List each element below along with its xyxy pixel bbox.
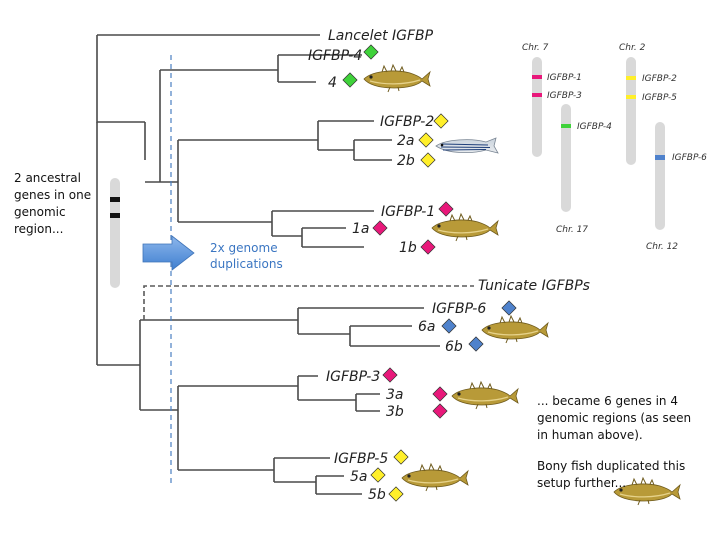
chromosome-label: Chr. 2 xyxy=(619,43,646,53)
gene-band-label: IGFBP-2 xyxy=(642,74,677,84)
note-line: genomic xyxy=(14,205,66,219)
note-line: genes in one xyxy=(14,188,91,202)
note-line: genomic regions (as seen xyxy=(537,411,691,425)
gene-band-label: IGFBP-6 xyxy=(672,153,707,163)
pink-diamond-icon xyxy=(432,403,448,419)
gene-band-label: IGFBP-3 xyxy=(547,91,582,101)
tip-label: 3a xyxy=(386,387,404,403)
gene-band-label: IGFBP-4 xyxy=(577,122,612,132)
tip-label: IGFBP-1 xyxy=(381,204,435,220)
blue-diamond-icon xyxy=(468,336,484,352)
green-diamond-icon xyxy=(342,72,358,88)
chromosome-bar xyxy=(561,104,571,212)
gene-band xyxy=(655,155,665,160)
ancestral-note: 2 ancestral genes in one genomic region.… xyxy=(14,171,91,236)
tunicate-branch xyxy=(143,285,474,320)
zebrafish-icon xyxy=(435,137,499,154)
tip-label: IGFBP-3 xyxy=(326,369,380,385)
tip-label: 2a xyxy=(397,133,415,149)
pink-diamond-icon xyxy=(432,386,448,402)
human-chromosomes: Chr. 7 IGFBP-1 IGFBP-3 IGFBP-4 Chr. 17 C… xyxy=(522,43,707,252)
tip-label: 4 xyxy=(328,75,337,91)
chromosome-bar xyxy=(626,57,636,165)
gene-band xyxy=(561,124,571,128)
gene-band-label: IGFBP-1 xyxy=(547,73,582,83)
became-note: ... became 6 genes in 4 genomic regions … xyxy=(537,394,691,442)
tip-label: 6a xyxy=(418,319,436,335)
pink-diamond-icon xyxy=(438,201,454,217)
stickleback-fish-icon xyxy=(481,315,549,344)
note-line: 2 ancestral xyxy=(14,171,81,185)
tip-label: 2b xyxy=(397,153,415,169)
stickleback-fish-icon xyxy=(431,213,499,242)
gene-diamonds xyxy=(342,44,517,502)
tip-label: 6b xyxy=(445,339,463,355)
phylogenetic-tree xyxy=(96,34,440,495)
pink-diamond-icon xyxy=(372,220,388,236)
green-diamond-icon xyxy=(363,44,379,60)
tip-label: IGFBP-4 xyxy=(308,48,362,64)
gene-band-label: IGFBP-5 xyxy=(642,93,677,103)
tip-label: 3b xyxy=(386,404,404,420)
yellow-diamond-icon xyxy=(433,113,449,129)
chromosome-label: Chr. 7 xyxy=(522,43,549,53)
ancestral-gene-band xyxy=(110,197,120,202)
chromosome-bar xyxy=(532,57,542,157)
duplication-note-line: 2x genome xyxy=(210,241,278,255)
tip-labels: IGFBP-4 4 IGFBP-2 2a 2b IGFBP-1 1a 1b IG… xyxy=(308,48,486,503)
note-line: setup further... xyxy=(537,476,626,490)
tip-label: IGFBP-2 xyxy=(380,114,434,130)
duplication-arrow-icon xyxy=(142,235,195,271)
note-line: in human above). xyxy=(537,428,643,442)
gene-band xyxy=(626,95,636,99)
yellow-diamond-icon xyxy=(393,449,409,465)
fish-illustrations xyxy=(363,64,681,506)
tip-label: IGFBP-5 xyxy=(334,451,388,467)
gene-band xyxy=(532,75,542,79)
blue-diamond-icon xyxy=(501,300,517,316)
chromosome-label: Chr. 12 xyxy=(646,242,678,252)
yellow-diamond-icon xyxy=(418,132,434,148)
yellow-diamond-icon xyxy=(420,152,436,168)
chromosome-bar xyxy=(655,122,665,230)
tip-label: 5b xyxy=(368,487,386,503)
pink-diamond-icon xyxy=(420,239,436,255)
gene-band xyxy=(626,76,636,80)
stickleback-fish-icon xyxy=(363,64,431,93)
lancelet-label: Lancelet IGFBP xyxy=(328,28,434,44)
gene-band xyxy=(532,93,542,97)
tip-label: 5a xyxy=(350,469,368,485)
tunicate-label: Tunicate IGFBPs xyxy=(478,278,590,294)
chromosome-label: Chr. 17 xyxy=(556,225,588,235)
tip-label: 1a xyxy=(352,221,370,237)
yellow-diamond-icon xyxy=(370,467,386,483)
chromosome-bar xyxy=(110,178,120,288)
bony-fish-note: Bony fish duplicated this setup further.… xyxy=(537,459,685,490)
note-line: ... became 6 genes in 4 xyxy=(537,394,678,408)
note-line: region... xyxy=(14,222,63,236)
duplication-note-line: duplications xyxy=(210,257,283,271)
pink-diamond-icon xyxy=(382,367,398,383)
ancestral-gene-band xyxy=(110,213,120,218)
yellow-diamond-icon xyxy=(388,486,404,502)
tip-label: IGFBP-6 xyxy=(432,301,486,317)
tip-label: 1b xyxy=(399,240,417,256)
note-line: Bony fish duplicated this xyxy=(537,459,685,473)
ancestral-chromosome xyxy=(110,178,120,288)
blue-diamond-icon xyxy=(441,318,457,334)
stickleback-fish-icon xyxy=(401,463,469,492)
stickleback-fish-icon xyxy=(451,381,519,410)
